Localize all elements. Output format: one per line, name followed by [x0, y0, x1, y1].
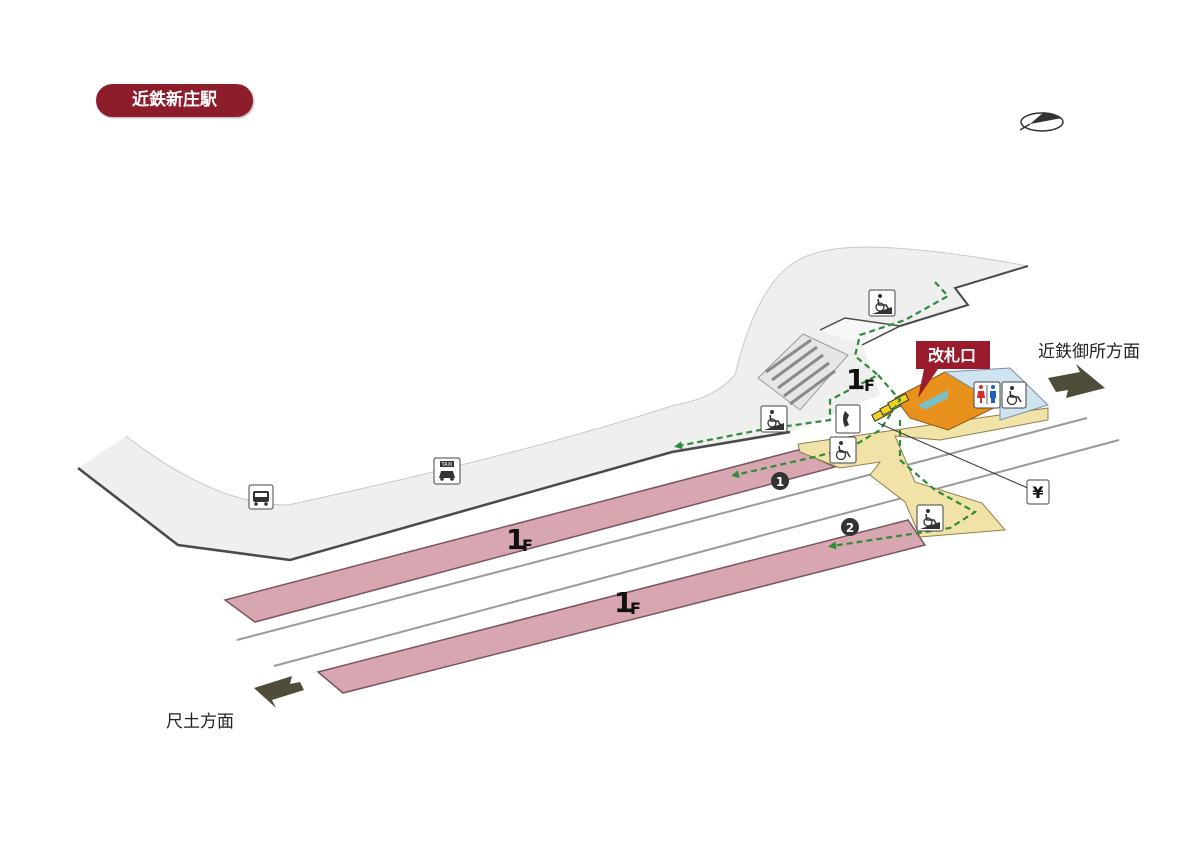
wheelchair-slope-icon [868, 289, 896, 317]
wheelchair-icon [829, 436, 857, 464]
stairs [757, 333, 849, 411]
floor-suffix-concourse: F [864, 376, 875, 395]
concourse [797, 407, 1049, 538]
station-name-badge: 近鉄新庄駅 [96, 84, 253, 117]
ticket-machine-icon: ¥ [1026, 479, 1050, 505]
floor-number-concourse: 1 [846, 363, 865, 396]
track-line-2 [273, 439, 1120, 667]
plaza-right-edge [899, 265, 1029, 327]
floor-suffix-platform-1: F [522, 536, 533, 555]
platform-1-marker [771, 472, 789, 490]
arrow-right-direction [1048, 364, 1105, 398]
wheelchair-slope-icon [916, 504, 944, 532]
floor-suffix-platform-2: F [630, 599, 641, 618]
floor-number-platform-2: 1 [614, 586, 633, 619]
ticket-gate-callout-bg [916, 341, 990, 398]
plaza-outer-edge [77, 430, 791, 562]
platform-1 [223, 449, 838, 623]
station-plaza [78, 247, 1028, 560]
direction-right-label: 近鉄御所方面 [1038, 342, 1140, 362]
gate-lane [918, 390, 948, 410]
telephone-icon [835, 404, 861, 434]
direction-left-label: 尺土方面 [166, 712, 234, 732]
compass-icon [1019, 112, 1064, 132]
arrow-left-direction [254, 676, 304, 708]
platform-2-marker [841, 518, 859, 536]
ticket-gate-label: 改札口 [928, 346, 976, 365]
floor-number-platform-1: 1 [506, 523, 525, 556]
platform-2 [316, 519, 927, 694]
platform-1-number: 1 [776, 475, 784, 489]
taxi-sign-text: TAXI [441, 462, 453, 468]
platform-2-number: 2 [846, 521, 854, 535]
track-line-1 [236, 417, 1088, 641]
wheelchair-slope-icon [760, 405, 788, 433]
ticket-machine-leader [877, 422, 1031, 490]
fare-symbol: ¥ [1032, 483, 1043, 502]
accessible-routes [674, 281, 978, 550]
plaza-upper-edge [125, 246, 1029, 506]
taxi-icon: TAXI [433, 457, 461, 485]
bus-stop-icon [248, 484, 274, 510]
restroom-icon [973, 381, 1001, 409]
walkway [819, 317, 903, 346]
wheelchair-icon [1001, 381, 1027, 409]
